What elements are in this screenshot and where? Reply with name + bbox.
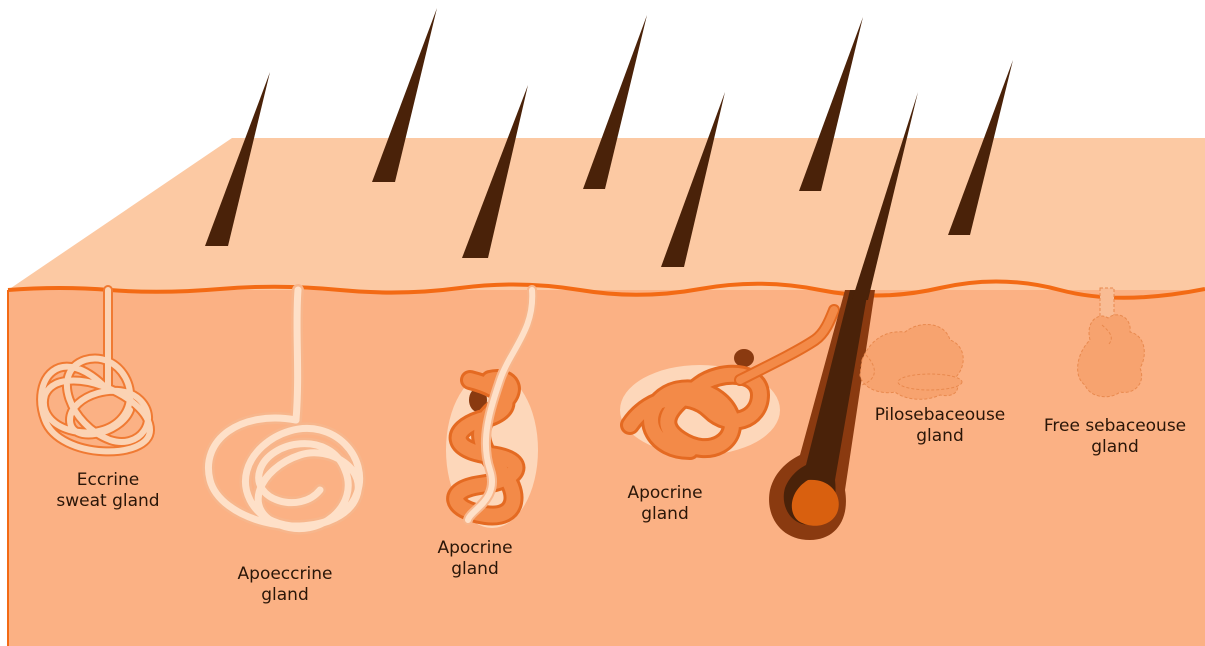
label-apocrine-2-line2: gland xyxy=(600,504,730,525)
label-apocrine-1-line1: Apocrine xyxy=(410,538,540,559)
label-apocrine-1-line2: gland xyxy=(410,559,540,580)
label-free-sebaceous-line1: Free sebaceouse xyxy=(1030,416,1200,437)
label-apocrine-2-line1: Apocrine xyxy=(600,483,730,504)
label-free-sebaceous-gland: Free sebaceouse gland xyxy=(1030,416,1200,458)
label-pilosebaceous-gland: Pilosebaceouse gland xyxy=(860,405,1020,447)
label-apocrine-gland-2: Apocrine gland xyxy=(600,483,730,525)
label-eccrine-line2: sweat gland xyxy=(38,491,178,512)
label-eccrine-line1: Eccrine xyxy=(38,470,178,491)
skin-side-face xyxy=(8,290,1205,646)
label-free-sebaceous-line2: gland xyxy=(1030,437,1200,458)
label-apocrine-gland-1: Apocrine gland xyxy=(410,538,540,580)
label-apoeccrine-gland: Apoeccrine gland xyxy=(215,564,355,606)
label-pilosebaceous-line1: Pilosebaceouse xyxy=(860,405,1020,426)
label-apoeccrine-line1: Apoeccrine xyxy=(215,564,355,585)
label-pilosebaceous-line2: gland xyxy=(860,426,1020,447)
label-eccrine-sweat-gland: Eccrine sweat gland xyxy=(38,470,178,512)
label-apoeccrine-line2: gland xyxy=(215,585,355,606)
